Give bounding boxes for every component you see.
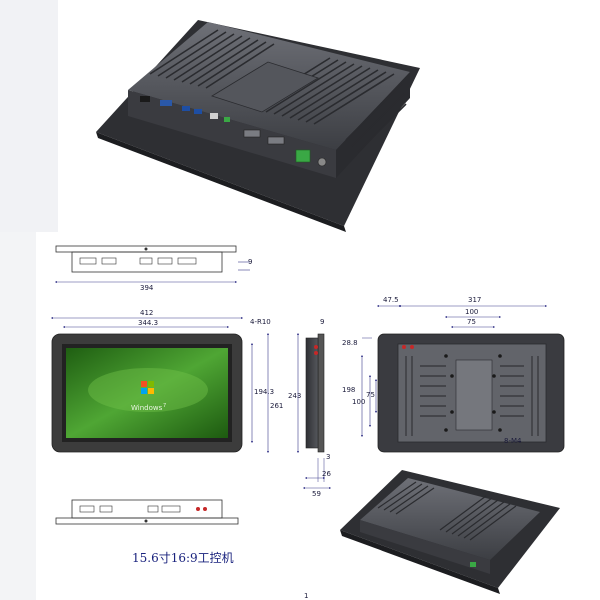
left-margin-strip-lower — [0, 232, 36, 600]
rear-hole-spacing-wide-label: 100 — [465, 308, 478, 316]
io-port-vga — [160, 100, 172, 106]
rear-mount-holes — [444, 354, 502, 432]
io-terminal-block — [295, 149, 311, 163]
io-ground-screw — [317, 157, 327, 167]
io-panel-face — [128, 90, 336, 178]
io-port-com-2 — [267, 136, 285, 145]
front-outer-height-label: 261 — [270, 402, 283, 410]
io-port-usb-1 — [182, 106, 190, 111]
side-lower-depth-label: 26 — [322, 470, 331, 478]
model-caption: 15.6寸16:9工控机 — [132, 551, 234, 565]
io-port-power — [140, 96, 150, 102]
product-photo-rear — [96, 20, 420, 232]
rear-hole-spacing-narrow-label: 75 — [467, 318, 476, 326]
front-inner-height-label: 194.3 — [254, 388, 274, 396]
bottom-view-drawing — [55, 499, 239, 525]
top-height-label: 9 — [248, 258, 252, 266]
rear-height-label: 198 — [342, 386, 355, 394]
side-total-depth-label: 59 — [312, 490, 321, 498]
front-view-drawing: 412 344.3 4-R10 Windows 7 194.3 261 — [50, 309, 283, 454]
screen-os-label: Windows — [131, 404, 163, 412]
windows-logo-icon — [141, 381, 154, 394]
left-margin-strip — [0, 0, 58, 232]
screen-os-version: 7 — [163, 403, 166, 409]
front-outer-width-label: 412 — [140, 309, 153, 317]
io-port-usb-2 — [194, 109, 202, 114]
product-photo-rear-small — [340, 470, 560, 594]
top-width-label: 394 — [140, 284, 154, 292]
rear-fins — [405, 356, 539, 436]
front-corner-note: 4-R10 — [250, 318, 271, 326]
side-height-label: 243 — [288, 392, 301, 400]
top-view-drawing: 9 394 — [54, 245, 252, 292]
io-port-lan — [210, 113, 218, 119]
rear-screw-note: 8-M4 — [504, 437, 522, 445]
rear-vertical-spacing-narrow-label: 75 — [366, 391, 375, 399]
io-port-audio — [224, 117, 230, 122]
page-number: 1 — [304, 592, 308, 600]
side-edge-thickness-label: 3 — [326, 453, 330, 461]
rear-width-label: 317 — [468, 296, 481, 304]
rear-vertical-spacing-wide-label: 100 — [352, 398, 365, 406]
io-port-com-1 — [243, 129, 261, 138]
front-inner-width-label: 344.3 — [138, 319, 158, 327]
rear-view-drawing: 47.5 317 100 75 — [342, 296, 565, 453]
rear-left-offset-label: 47.5 — [383, 296, 399, 304]
side-view-drawing: 9 243 3 26 59 — [288, 318, 331, 498]
side-top-thickness-label: 9 — [320, 318, 324, 326]
heatsink-fins — [149, 29, 407, 153]
rear-top-offset-label: 28.8 — [342, 339, 358, 347]
